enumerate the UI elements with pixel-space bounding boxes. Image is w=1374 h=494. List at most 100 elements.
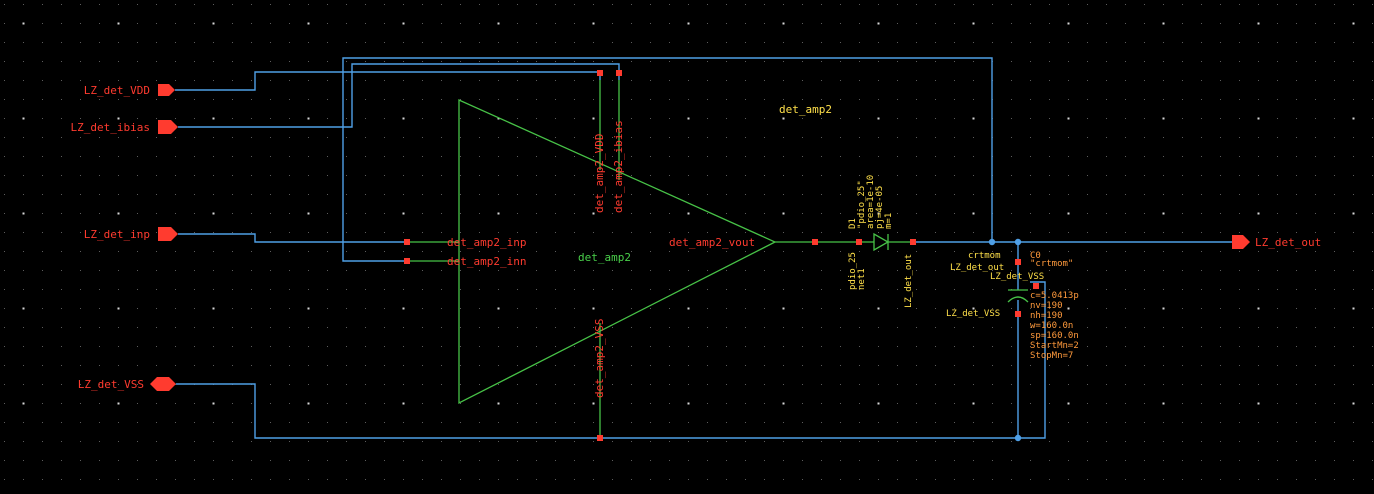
grid-dot	[384, 61, 385, 62]
grid-dot	[1239, 460, 1240, 461]
grid-dot	[365, 479, 366, 480]
grid-dot	[194, 61, 195, 62]
grid-dot	[783, 346, 784, 347]
diode-symbol[interactable]	[815, 232, 913, 252]
grid-dot-major	[687, 307, 690, 310]
grid-dot	[61, 232, 62, 233]
pin-ibias[interactable]: LZ_det_ibias	[71, 120, 178, 134]
grid-dot	[536, 61, 537, 62]
connection-square[interactable]	[910, 239, 916, 245]
grid-dot	[384, 308, 385, 309]
grid-dot	[916, 479, 917, 480]
grid-dot	[460, 213, 461, 214]
grid-dot	[688, 137, 689, 138]
grid-dot	[365, 194, 366, 195]
grid-dot	[232, 156, 233, 157]
grid-dot-major	[687, 22, 690, 25]
grid-dot	[1239, 137, 1240, 138]
grid-dot	[194, 365, 195, 366]
grid-dot	[42, 23, 43, 24]
grid-dot	[175, 194, 176, 195]
grid-dot	[156, 308, 157, 309]
grid-dot	[1296, 156, 1297, 157]
grid-dot	[517, 460, 518, 461]
grid-dot	[821, 251, 822, 252]
connection-square[interactable]	[856, 239, 862, 245]
grid-dot-major	[972, 402, 975, 405]
grid-dot	[631, 118, 632, 119]
connection-square[interactable]	[1015, 311, 1021, 317]
capacitor-symbol[interactable]	[1007, 289, 1029, 303]
grid-dot	[517, 422, 518, 423]
grid-dot	[308, 175, 309, 176]
grid-dot-major	[972, 117, 975, 120]
grid-dot	[1315, 232, 1316, 233]
grid-dot	[1334, 156, 1335, 157]
grid-dot	[1353, 346, 1354, 347]
pin-vdd[interactable]: LZ_det_VDD	[84, 84, 175, 97]
wire-inn[interactable]	[342, 57, 993, 262]
grid-dot	[1106, 137, 1107, 138]
grid-dot	[1334, 80, 1335, 81]
pin-vss[interactable]: LZ_det_VSS	[78, 377, 176, 391]
pin-inp[interactable]: LZ_det_inp	[84, 227, 178, 241]
grid-dot	[1239, 23, 1240, 24]
pin-out[interactable]: LZ_det_out	[1232, 235, 1321, 249]
amplifier-symbol[interactable]	[407, 80, 815, 438]
connection-square[interactable]	[616, 70, 622, 76]
grid-dot	[783, 384, 784, 385]
connection-square[interactable]	[597, 435, 603, 441]
grid-dot-major	[1067, 117, 1070, 120]
grid-dot	[707, 365, 708, 366]
grid-dot-major	[782, 402, 785, 405]
grid-dot	[840, 289, 841, 290]
grid-dot	[270, 384, 271, 385]
grid-dot	[1125, 232, 1126, 233]
grid-dot	[726, 4, 727, 5]
grid-dot	[403, 441, 404, 442]
grid-dot	[1277, 308, 1278, 309]
connection-square[interactable]	[1015, 259, 1021, 265]
connection-square[interactable]	[1033, 283, 1039, 289]
grid-dot	[1087, 441, 1088, 442]
grid-dot-major	[1067, 22, 1070, 25]
grid-dot	[403, 61, 404, 62]
connection-square[interactable]	[812, 239, 818, 245]
grid-dot	[1182, 80, 1183, 81]
grid-dot	[1258, 232, 1259, 233]
connection-square[interactable]	[404, 258, 410, 264]
grid-dot	[935, 403, 936, 404]
connection-square[interactable]	[597, 70, 603, 76]
grid-dot	[1049, 460, 1050, 461]
wire-vss[interactable]	[176, 281, 1046, 439]
grid-dot	[1049, 270, 1050, 271]
grid-dot	[840, 232, 841, 233]
grid-dot	[365, 270, 366, 271]
grid-dot-major	[307, 22, 310, 25]
grid-dot	[555, 251, 556, 252]
grid-dot	[1125, 42, 1126, 43]
grid-dot	[232, 365, 233, 366]
grid-dot	[61, 156, 62, 157]
grid-dot	[156, 194, 157, 195]
cap-param: nh=190	[1030, 311, 1063, 321]
grid-dot	[688, 194, 689, 195]
grid-dot	[384, 422, 385, 423]
wire-ibias[interactable]	[178, 63, 620, 128]
grid-dot	[1087, 175, 1088, 176]
grid-dot	[536, 479, 537, 480]
grid-dot	[479, 194, 480, 195]
grid-dot	[1125, 80, 1126, 81]
grid-dot	[61, 327, 62, 328]
connection-square[interactable]	[404, 239, 410, 245]
wire-inp[interactable]	[178, 233, 407, 243]
grid-dot	[1315, 270, 1316, 271]
grid-dot	[593, 346, 594, 347]
grid-dot	[973, 365, 974, 366]
grid-dot	[707, 61, 708, 62]
grid-dot-major	[117, 212, 120, 215]
grid-dot	[669, 118, 670, 119]
grid-dot	[365, 213, 366, 214]
grid-dot	[897, 270, 898, 271]
